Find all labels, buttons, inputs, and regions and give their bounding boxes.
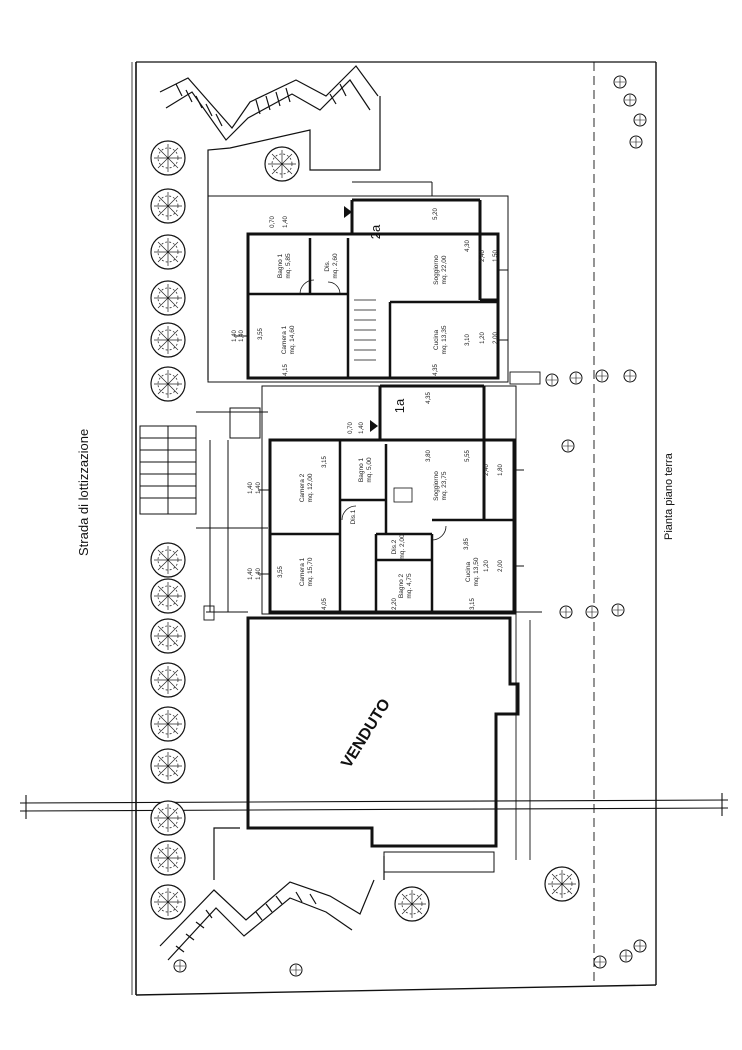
dimension-value: 2,00	[493, 332, 499, 344]
ramp-top	[159, 65, 381, 380]
road-label: Strada di lottizzazione	[76, 428, 91, 556]
room-name: Camera 1	[281, 325, 288, 354]
dimension-value: 1,20	[484, 560, 490, 572]
dimension-value: 3,15	[470, 598, 476, 610]
dimension-value: 4,05	[322, 598, 328, 610]
room-name: Camera 2	[299, 473, 306, 502]
unit-2a	[207, 181, 509, 383]
site-outlines	[203, 371, 542, 860]
room-area: mq. 14,60	[289, 325, 296, 354]
room-name: Soggiorno	[433, 471, 440, 501]
central-stair	[139, 407, 268, 612]
room-area: mq. 22,00	[441, 255, 448, 284]
dimension-value: 1,40	[283, 216, 289, 228]
room-name: Bagno 1	[358, 458, 365, 483]
room-area: mq. 2,60	[332, 253, 339, 279]
room-area: mq. 13,35	[441, 325, 448, 354]
site-boundary	[131, 61, 657, 996]
room-area: mq. 23,75	[441, 471, 448, 500]
dimension-value: 4,30	[465, 240, 471, 252]
room-name: Soggiorno	[433, 255, 440, 285]
room-name: Dis.1	[350, 509, 357, 524]
dimension-value: 1,40	[256, 568, 262, 580]
room-name: Bagno 2	[398, 574, 405, 599]
dimension-value: 3,55	[258, 328, 264, 340]
dimension-value: 4,35	[426, 392, 432, 404]
dimension-value: 1,40	[256, 482, 262, 494]
dimension-value: 4,35	[433, 364, 439, 376]
dimension-value: 1,40	[232, 330, 238, 342]
room-area: mq. 5,00	[366, 457, 373, 483]
room-name: Dis.2	[391, 539, 398, 554]
dimension-value: 3,10	[465, 334, 471, 346]
dimension-value: 1,40	[239, 330, 245, 342]
dimension-value: 5,20	[433, 208, 439, 220]
ramp-bottom	[159, 827, 385, 961]
sold-block	[246, 616, 520, 873]
room-area: mq. 15,70	[307, 557, 314, 586]
dimension-value: 0,70	[270, 216, 276, 228]
room-name: Cucina	[433, 329, 440, 350]
unit-2a-label: 2a	[368, 224, 383, 239]
unit-1a-label: 1a	[392, 398, 407, 413]
dimension-value: 1,20	[480, 332, 486, 344]
dimension-value: 4,15	[283, 364, 289, 376]
room-name: Cucina	[465, 561, 472, 582]
section-line	[19, 793, 729, 819]
dimension-value: 5,55	[465, 450, 471, 462]
dimension-value: 1,40	[359, 422, 365, 434]
plan-title: Pianta piano terra	[663, 453, 675, 540]
room-area: mq. 2,00	[399, 534, 406, 560]
dimension-value: 2,40	[484, 464, 490, 476]
dimension-value: 3,15	[322, 456, 328, 468]
room-area: mq. 4,75	[406, 573, 413, 599]
dimension-value: 0,70	[348, 422, 354, 434]
room-area: mq. 12,00	[307, 473, 314, 502]
dimension-value: 2,00	[498, 560, 504, 572]
shrubs	[173, 75, 647, 977]
dimension-value: 1,40	[248, 482, 254, 494]
room-name: Camera 1	[299, 557, 306, 586]
dimension-value: 3,55	[278, 566, 284, 578]
dimension-value: 1,40	[248, 568, 254, 580]
dimension-value: 1,80	[498, 464, 504, 476]
room-name: Bagno 1	[277, 254, 284, 279]
room-area: mq. 13,50	[473, 557, 480, 586]
dimension-value: 3,85	[464, 538, 470, 550]
dimension-value: 2,40	[480, 250, 486, 262]
dimension-value: 3,80	[426, 450, 432, 462]
dimension-value: 1,50	[493, 250, 499, 262]
unit-1a	[258, 384, 524, 615]
room-name: Dis.	[324, 260, 331, 271]
dimension-value: 2,20	[392, 598, 398, 610]
sold-label: VENDUTO	[338, 696, 394, 771]
room-area: mq. 5,85	[285, 253, 292, 279]
